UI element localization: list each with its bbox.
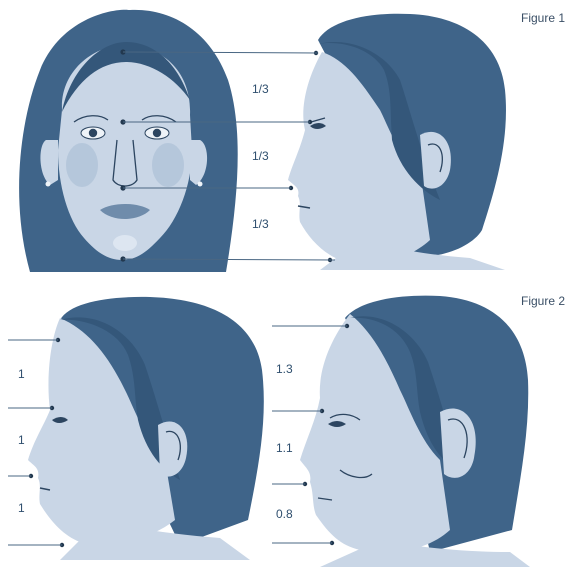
aged-profile-illustration bbox=[300, 296, 530, 567]
aged-ratio-upper: 1.3 bbox=[276, 362, 293, 376]
figure1-title: Figure 1 bbox=[521, 11, 565, 25]
young-profile-illustration bbox=[28, 297, 264, 560]
profile-face-illustration bbox=[288, 14, 506, 270]
figure1-ratio-lower: 1/3 bbox=[252, 217, 269, 231]
figure1-ratio-middle: 1/3 bbox=[252, 149, 269, 163]
figure1-ratio-upper: 1/3 bbox=[252, 82, 269, 96]
front-face-illustration bbox=[19, 10, 238, 272]
figure2-title: Figure 2 bbox=[521, 294, 565, 308]
young-ratio-middle: 1 bbox=[18, 433, 25, 447]
young-ratio-lower: 1 bbox=[18, 501, 25, 515]
young-ratio-upper: 1 bbox=[18, 367, 25, 381]
aged-ratio-middle: 1.1 bbox=[276, 441, 293, 455]
aged-ratio-lower: 0.8 bbox=[276, 507, 293, 521]
